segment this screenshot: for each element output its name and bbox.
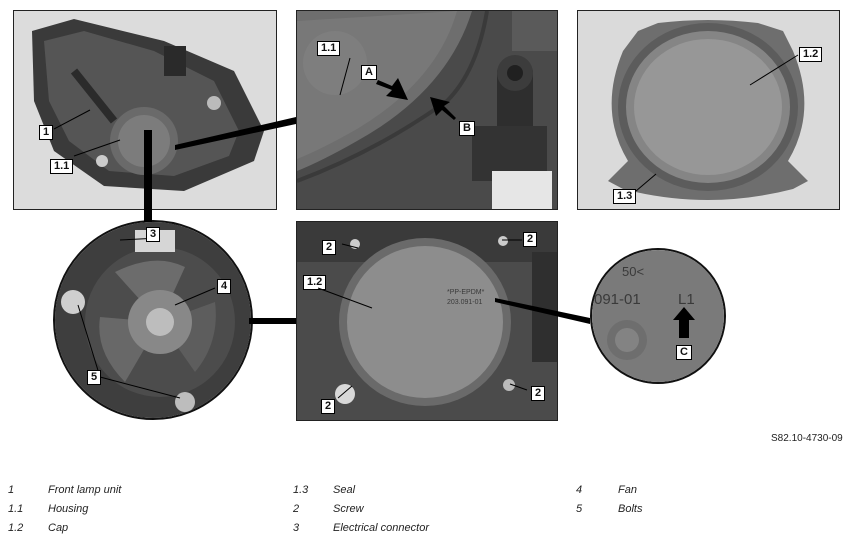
legend-num: 2 (293, 503, 300, 515)
callout-2: 2 (321, 399, 336, 414)
callout-1-1: 1.1 (317, 41, 341, 56)
legend-text: Bolts (618, 503, 643, 515)
callout-4: 4 (217, 279, 232, 294)
legend-text: Fan (618, 484, 637, 496)
legend-num: 1.2 (8, 522, 24, 534)
zoom-marking-code: L1 (678, 291, 695, 308)
callout-a: A (361, 65, 377, 80)
photo-cap-screws: *PP-EPDM* 203.091-01 2 2 1.2 2 2 (296, 221, 558, 421)
legend-text: Seal (333, 484, 356, 496)
callout-1-1: 1.1 (50, 159, 74, 174)
callout-1-3: 1.3 (613, 189, 637, 204)
detail-fan-circle (53, 220, 253, 420)
callout-5: 5 (87, 370, 102, 385)
callout-b: B (459, 121, 475, 136)
part-print-line2: 203.091-01 (447, 299, 483, 306)
legend-num: 3 (293, 522, 300, 534)
photo-cap-and-seal: 1.2 1.3 (577, 10, 840, 210)
zoom-marking-number: 091-01 (594, 291, 641, 308)
zoom-marking-top: 50< (622, 264, 644, 279)
callout-1: 1 (39, 125, 54, 140)
callout-2: 2 (523, 232, 538, 247)
part-print-line1: *PP-EPDM* (447, 289, 485, 296)
legend-num: 1.3 (293, 484, 309, 496)
detail-marking-circle: 50< 091-01 L1 (590, 248, 726, 384)
legend-num: 1.1 (8, 503, 24, 515)
callout-1-2: 1.2 (303, 275, 327, 290)
legend-text: Front lamp unit (48, 484, 122, 496)
callout-2: 2 (322, 240, 337, 255)
callout-c: C (676, 345, 692, 360)
legend-num: 5 (576, 503, 583, 515)
connector-bar (249, 318, 296, 324)
figure-id: S82.10-4730-09 (771, 433, 843, 444)
legend-text: Housing (48, 503, 89, 515)
callout-2: 2 (531, 386, 546, 401)
callout-3: 3 (146, 227, 161, 242)
photo-front-lamp-unit: 1 1.1 (13, 10, 277, 210)
callout-1-2: 1.2 (799, 47, 823, 62)
legend-num: 1 (8, 484, 15, 496)
legend-num: 4 (576, 484, 583, 496)
legend-text: Electrical connector (333, 522, 429, 534)
photo-housing-detail: 1.1 A B (296, 10, 558, 210)
legend-text: Cap (48, 522, 69, 534)
legend-text: Screw (333, 503, 364, 515)
